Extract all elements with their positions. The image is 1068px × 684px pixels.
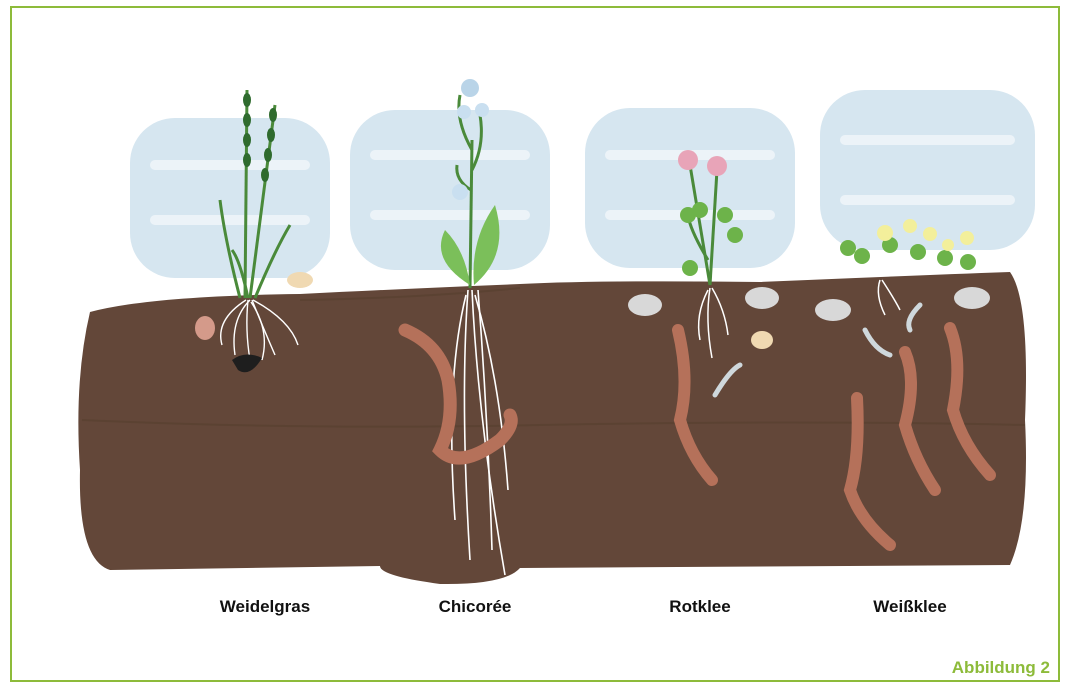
mite-icon (287, 272, 313, 288)
plant-label-weidelgras: Weidelgras (220, 597, 310, 617)
plant-label-weissklee: Weißklee (873, 597, 946, 617)
white-clover-flower-icon (877, 225, 893, 241)
plant-label-chicoree: Chicorée (439, 597, 512, 617)
mite-icon (751, 331, 773, 349)
springtail-icon (815, 299, 851, 321)
plant-label-rotklee: Rotklee (669, 597, 730, 617)
beetle-icon (195, 316, 215, 340)
chicory-flower-icon (461, 79, 479, 97)
figure-caption: Abbildung 2 (952, 658, 1050, 678)
red-clover-flower-icon (678, 150, 698, 170)
springtail-icon (628, 294, 662, 316)
